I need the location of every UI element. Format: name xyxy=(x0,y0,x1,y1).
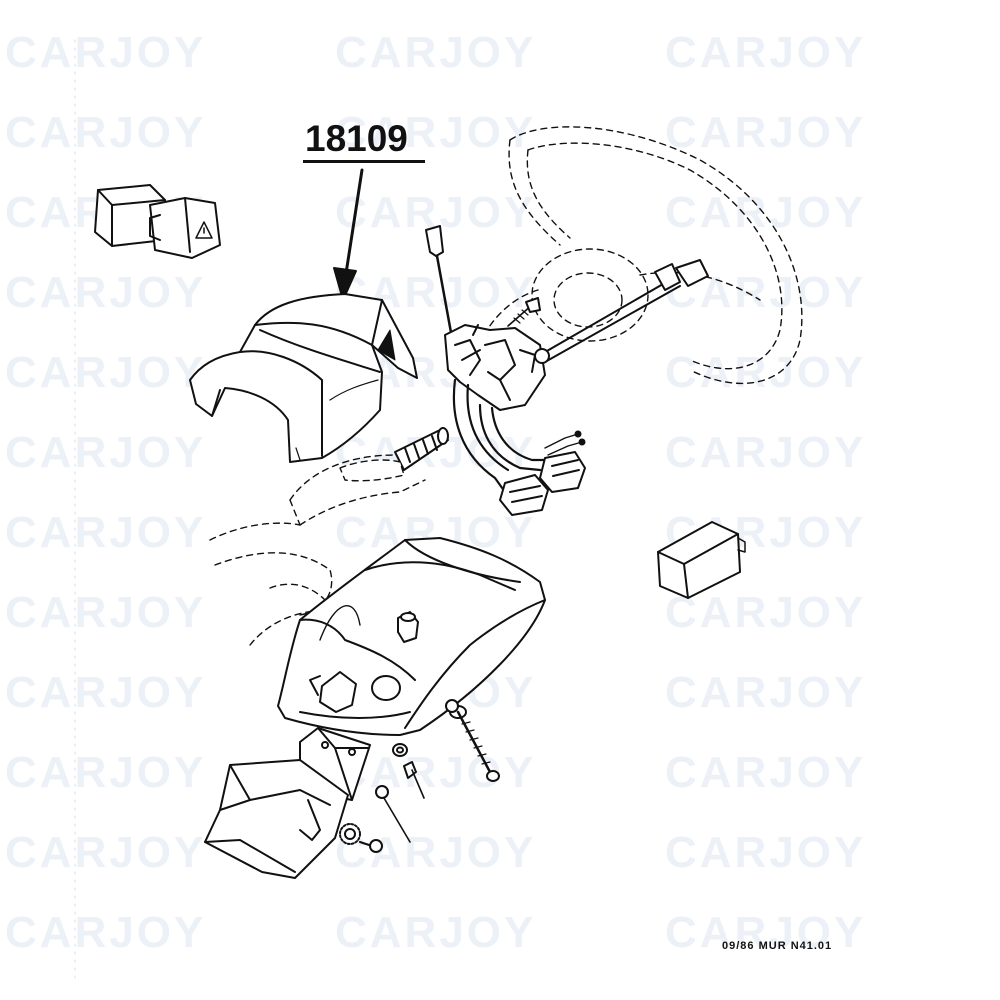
watermark-row: CARJOY CARJOY CARJOY xyxy=(0,250,1000,317)
flasher-relay xyxy=(657,521,746,599)
watermark-text: CARJOY xyxy=(335,28,537,77)
watermark-text: CARJOY xyxy=(665,668,867,717)
part-number-label: 18109 xyxy=(305,118,408,159)
watermark-text: CARJOY xyxy=(335,828,537,877)
watermark-text: CARJOY xyxy=(665,348,867,397)
watermark-row: CARJOY CARJOY CARJOY xyxy=(0,890,1000,957)
watermark-text: CARJOY xyxy=(5,108,207,157)
watermark-text: CARJOY xyxy=(665,28,867,77)
watermark-text: CARJOY xyxy=(5,508,207,557)
hazard-switch xyxy=(94,184,221,259)
combination-switch xyxy=(425,225,709,516)
watermark-text: CARJOY xyxy=(5,748,207,797)
steering-wheel-phantom xyxy=(469,126,803,385)
watermark-text: CARJOY xyxy=(335,908,537,957)
watermark-text: CARJOY xyxy=(5,908,207,957)
watermark-text: CARJOY xyxy=(5,668,207,717)
watermark-text: CARJOY xyxy=(665,188,867,237)
watermark-text: CARJOY xyxy=(5,428,207,477)
arrow-down-icon xyxy=(333,168,364,301)
watermark-row: CARJOY CARJOY CARJOY xyxy=(0,810,1000,877)
watermark-text: CARJOY xyxy=(5,28,207,77)
watermark-text: CARJOY xyxy=(5,828,207,877)
watermark-text: CARJOY xyxy=(5,588,207,637)
long-screw xyxy=(445,699,500,782)
watermark-row: CARJOY CARJOY CARJOY xyxy=(0,10,1000,77)
splined-shaft-end xyxy=(339,427,449,482)
watermark-text: CARJOY xyxy=(5,268,207,317)
watermark-text: CARJOY xyxy=(335,748,537,797)
watermark-text: CARJOY xyxy=(665,828,867,877)
watermark-text: CARJOY xyxy=(335,108,537,157)
reference-code: 09/86 MUR N41.01 xyxy=(722,940,833,952)
watermark-text: CARJOY xyxy=(665,108,867,157)
upper-column-shroud xyxy=(189,293,418,463)
watermark-text: CARJOY xyxy=(5,348,207,397)
lower-column-shroud xyxy=(277,537,546,736)
watermark-text: CARJOY xyxy=(665,428,867,477)
watermark-row: CARJOY CARJOY CARJOY xyxy=(0,410,1000,477)
watermark-row: CARJOY CARJOY CARJOY xyxy=(0,90,1000,157)
fasteners xyxy=(339,699,500,853)
lower-bracket-panel xyxy=(204,727,371,879)
watermark-text: CARJOY xyxy=(665,748,867,797)
watermark-row: CARJOY CARJOY CARJOY xyxy=(0,730,1000,797)
part-number-underline xyxy=(303,160,425,163)
watermark-text: CARJOY xyxy=(665,908,867,957)
watermark-text: CARJOY xyxy=(665,588,867,637)
